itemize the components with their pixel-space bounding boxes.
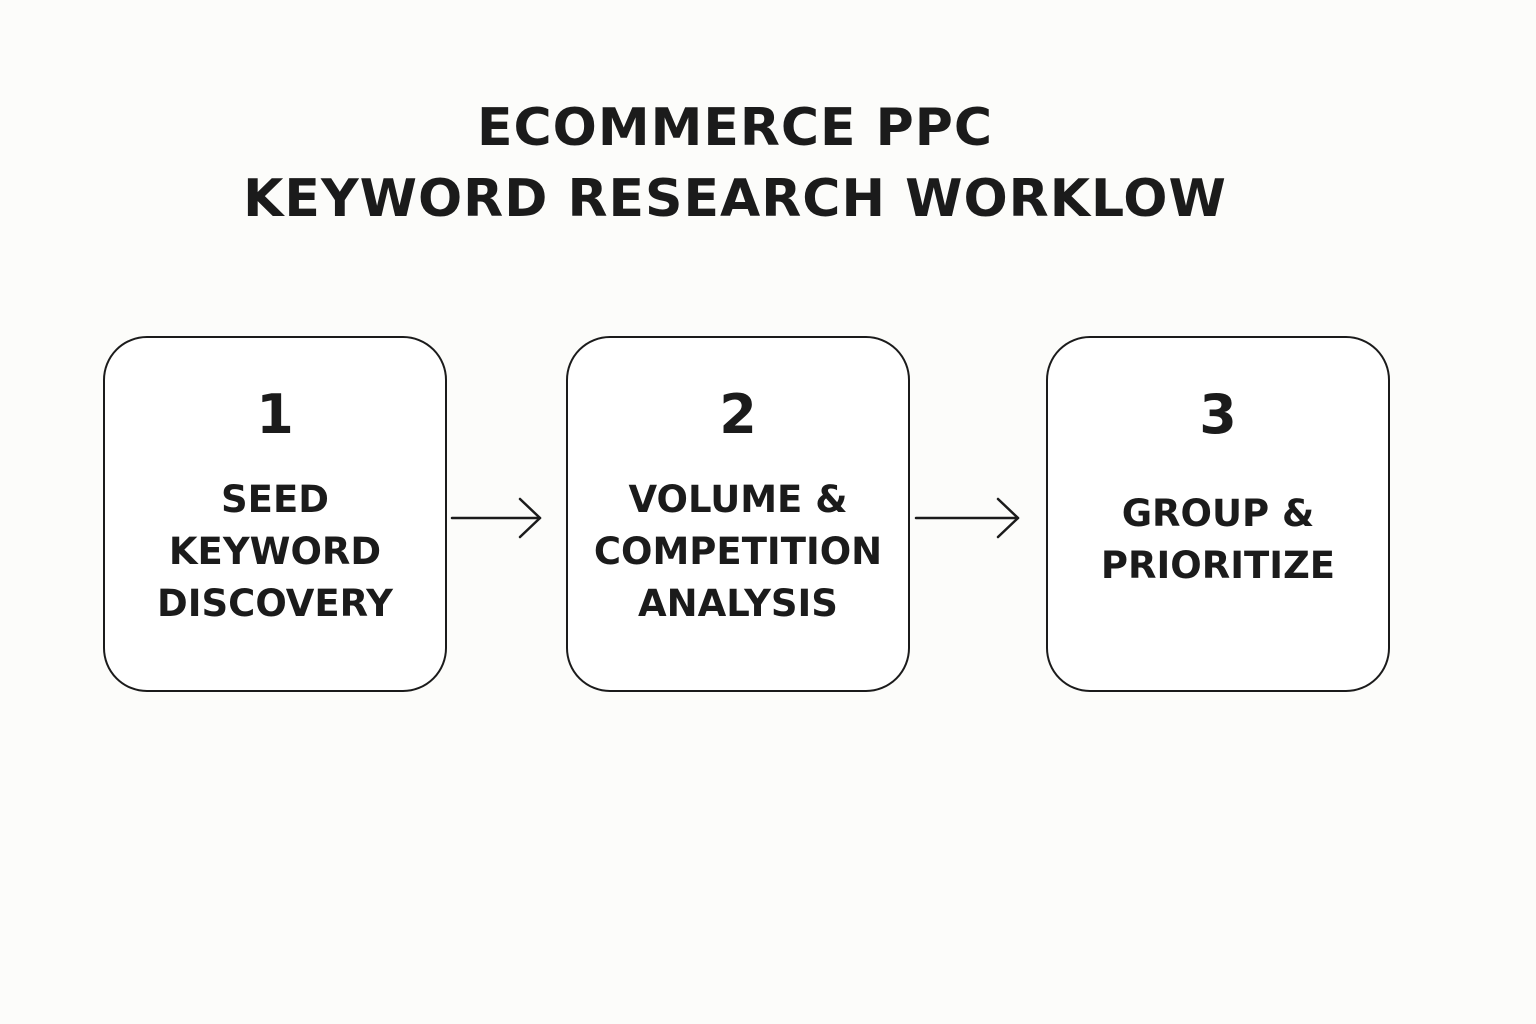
step-label-line: DISCOVERY	[157, 582, 393, 625]
step-label-line: PRIORITIZE	[1100, 544, 1336, 587]
step-label: VOLUME & COMPETITION ANALYSIS	[568, 474, 908, 630]
step-label-line: KEYWORD	[168, 530, 382, 573]
step-label-line: COMPETITION	[593, 530, 883, 573]
step-label-line: ANALYSIS	[638, 582, 838, 625]
step-label-line: VOLUME &	[628, 478, 848, 521]
step-box-1: 1 SEED KEYWORD DISCOVERY	[103, 336, 447, 692]
step-box-2: 2 VOLUME & COMPETITION ANALYSIS	[566, 336, 910, 692]
step-number: 2	[719, 383, 757, 446]
step-number: 1	[256, 383, 294, 446]
step-label-line: SEED	[221, 478, 329, 521]
arrow-right-icon	[450, 495, 546, 545]
title-line-1: ECOMMERCE PPC	[476, 98, 994, 158]
step-label: GROUP & PRIORITIZE	[1048, 488, 1388, 592]
step-label: SEED KEYWORD DISCOVERY	[105, 474, 445, 630]
step-label-line: GROUP &	[1121, 492, 1315, 535]
step-number: 3	[1199, 383, 1237, 446]
step-box-3: 3 GROUP & PRIORITIZE	[1046, 336, 1390, 692]
arrow-right-icon	[914, 495, 1024, 545]
title-line-2: KEYWORD RESEARCH WORKLOW	[243, 169, 1227, 229]
